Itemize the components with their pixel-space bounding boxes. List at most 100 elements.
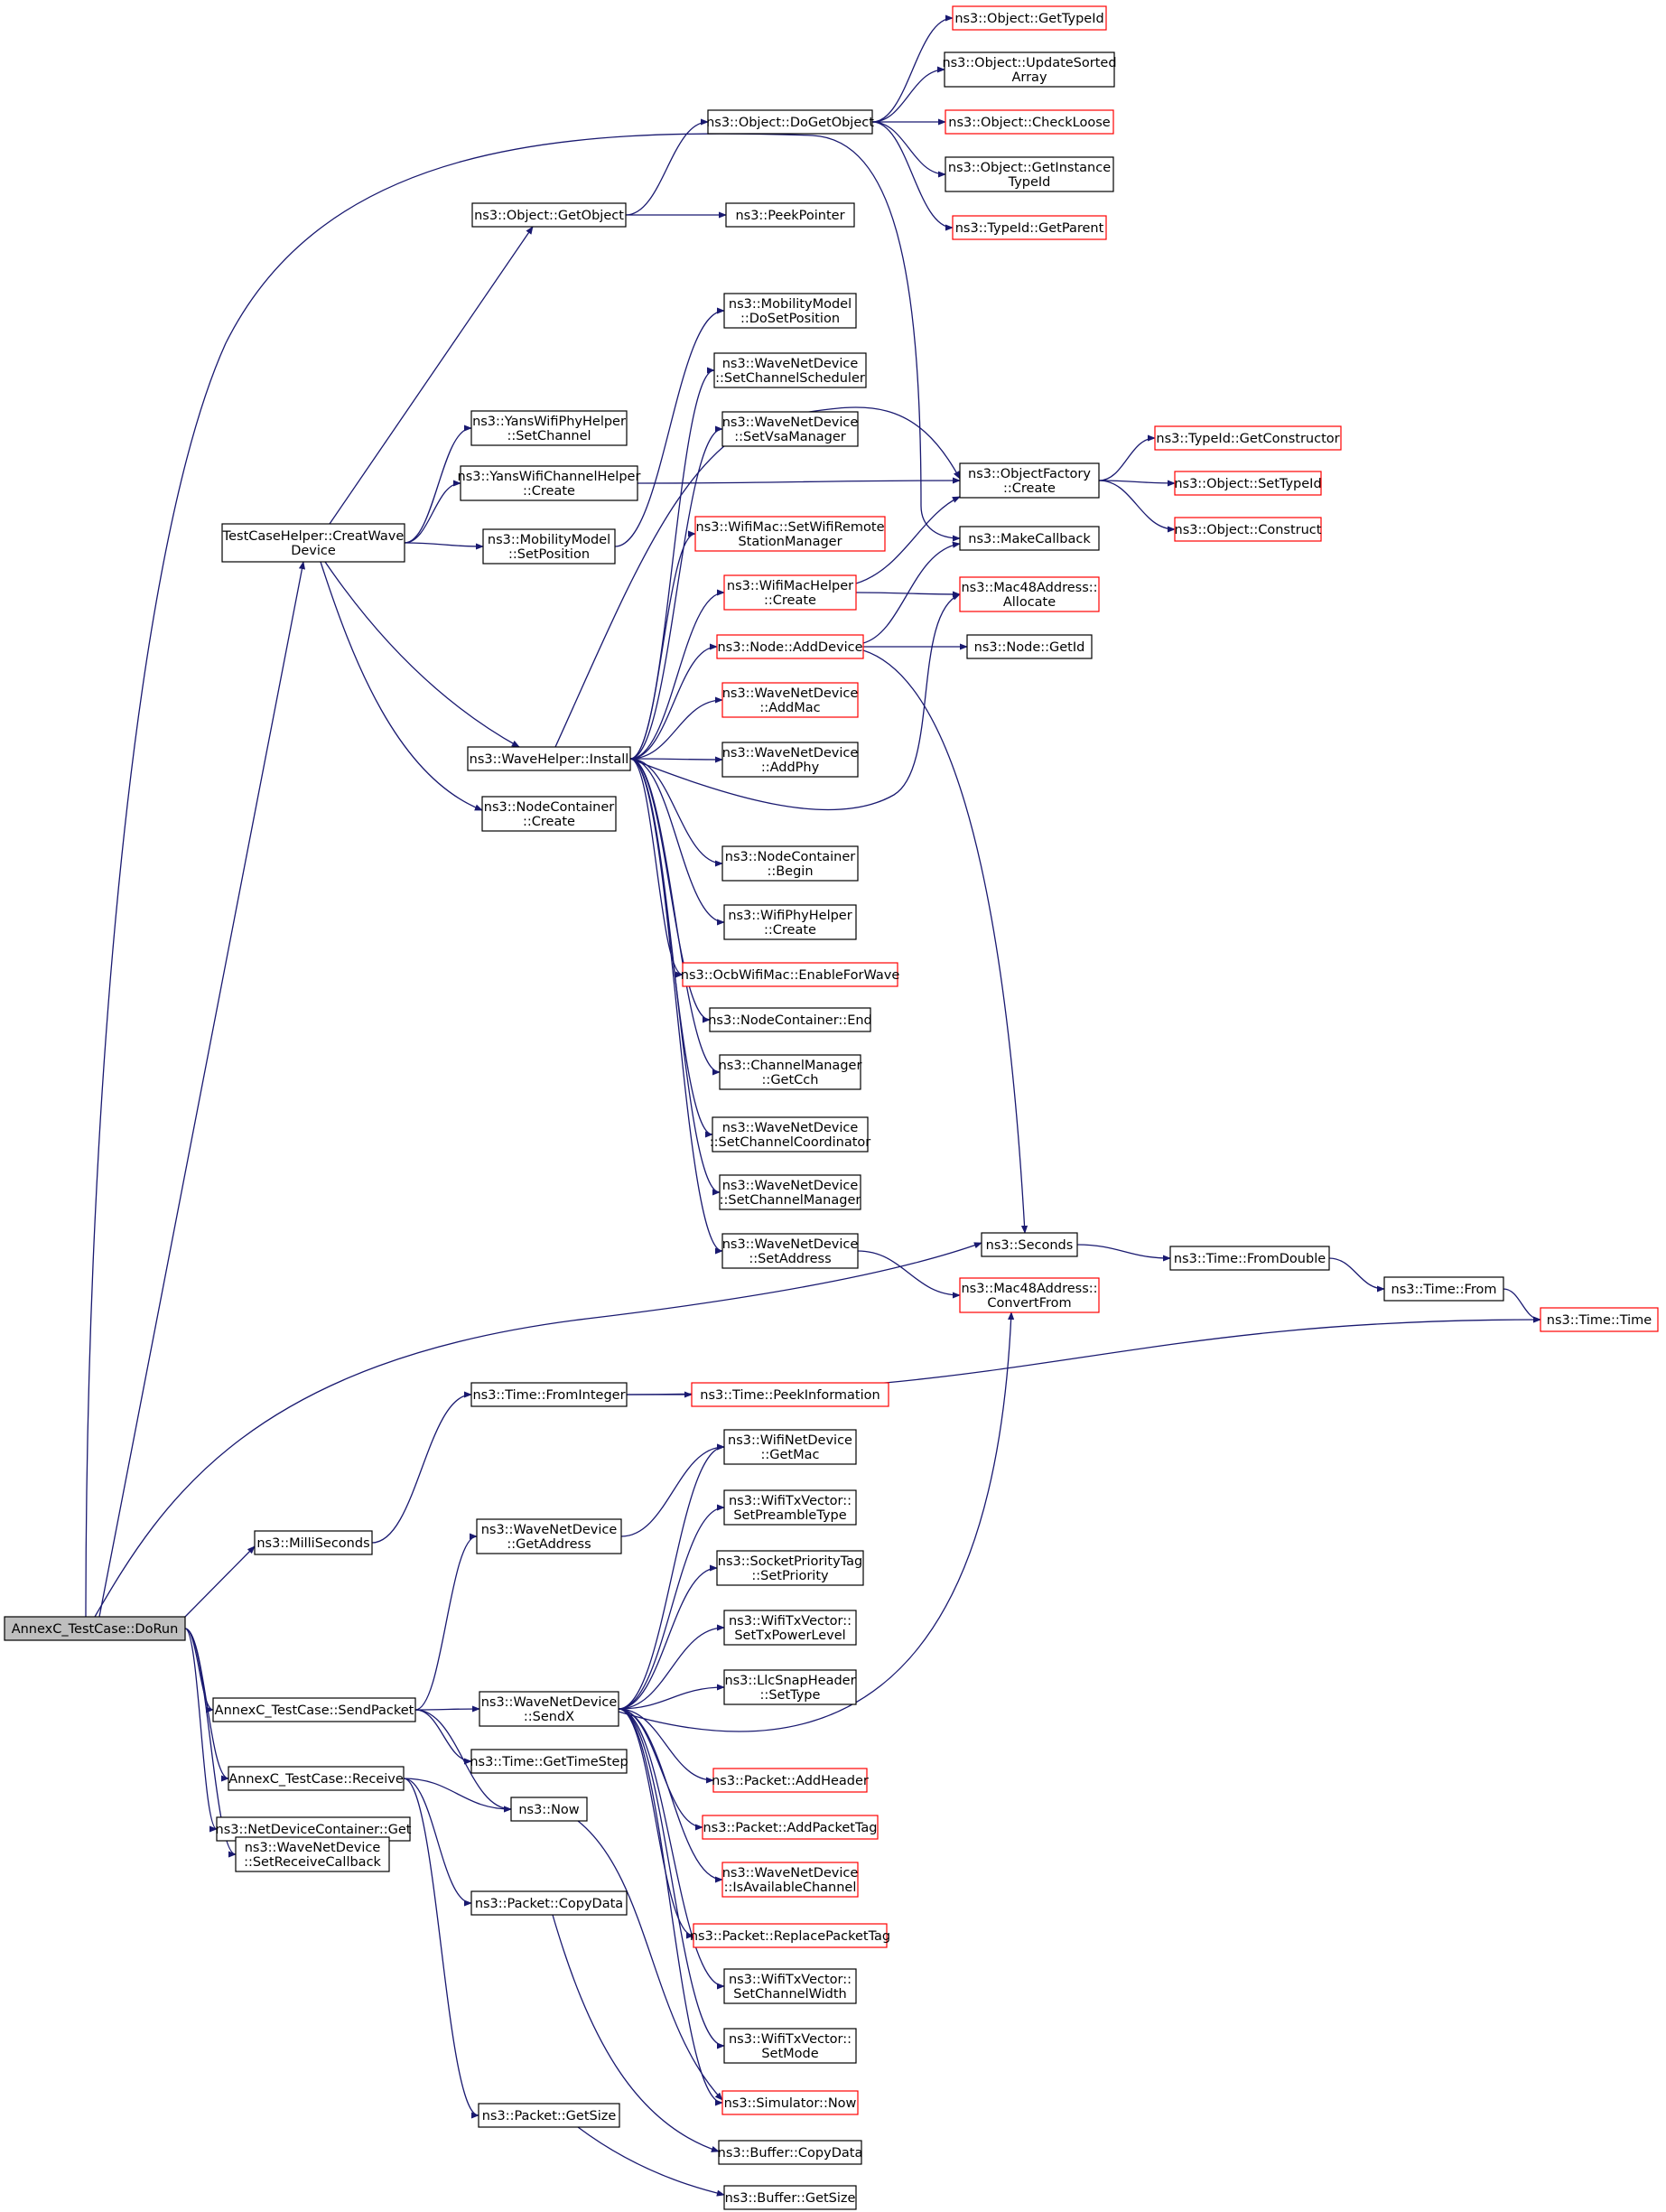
node-simNow[interactable]: ns3::Simulator::Now (721, 2090, 859, 2115)
node-label-pktGetSize-0: ns3::Packet::GetSize (482, 2109, 617, 2123)
node-box-setRecvCb (235, 1836, 390, 1872)
node-bufGetSize[interactable]: ns3::Buffer::GetSize (723, 2185, 857, 2210)
node-timeTime[interactable]: ns3::Time::Time (1540, 1307, 1659, 1332)
node-addPktTag[interactable]: ns3::Packet::AddPacketTag (702, 1815, 879, 1840)
node-getObject[interactable]: ns3::Object::GetObject (471, 202, 627, 228)
node-makeCallback[interactable]: ns3::MakeCallback (959, 526, 1100, 551)
node-replacePktTag[interactable]: ns3::Packet::ReplacePacketTag (690, 1923, 890, 1948)
node-setPreamble[interactable]: ns3::WifiTxVector::SetPreambleType (723, 1489, 857, 1526)
node-ncCreate[interactable]: ns3::NodeContainer::Create (481, 796, 617, 832)
node-addDevice[interactable]: ns3::Node::AddDevice (716, 634, 864, 659)
node-waveInstall[interactable]: ns3::WaveHelper::Install (467, 746, 631, 771)
node-setChSched[interactable]: ns3::WaveNetDevice::SetChannelScheduler (713, 352, 867, 388)
node-label-getInstTid-1: TypeId (1008, 175, 1051, 190)
node-doGetObject[interactable]: ns3::Object::DoGetObject (706, 109, 874, 135)
edge-doRun-to-ndcGet (184, 1628, 218, 1833)
node-mmDoSetPos[interactable]: ns3::MobilityModel::DoSetPosition (723, 293, 857, 329)
node-box-addDevice (716, 634, 864, 659)
node-addMac[interactable]: ns3::WaveNetDevice::AddMac (721, 682, 859, 718)
node-receive[interactable]: AnnexC_TestCase::Receive (228, 1766, 405, 1791)
node-label-getAddress-0: ns3::WaveNetDevice (481, 1523, 618, 1537)
node-label-fromInteger-0: ns3::Time::FromInteger (472, 1388, 625, 1403)
node-setWifiRsm[interactable]: ns3::WifiMac::SetWifiRemoteStationManage… (694, 516, 886, 552)
node-cmGetCch[interactable]: ns3::ChannelManager::GetCch (719, 1054, 862, 1090)
node-label-nodeGetId-0: ns3::Node::GetId (974, 640, 1085, 655)
node-label-macAllocate-0: ns3::Mac48Address:: (961, 581, 1097, 595)
node-macConvertFrom[interactable]: ns3::Mac48Address::ConvertFrom (959, 1277, 1100, 1313)
node-setChWidth[interactable]: ns3::WifiTxVector::SetChannelWidth (723, 1968, 857, 2004)
node-ofCreate[interactable]: ns3::ObjectFactory::Create (959, 462, 1100, 499)
node-llcSetType[interactable]: ns3::LlcSnapHeader::SetType (723, 1669, 857, 1705)
node-label-receive-0: AnnexC_TestCase::Receive (228, 1772, 404, 1787)
node-setRecvCb[interactable]: ns3::WaveNetDevice::SetReceiveCallback (235, 1836, 390, 1872)
node-wifiMacCreate[interactable]: ns3::WifiMacHelper::Create (723, 574, 857, 611)
node-yansChCreate[interactable]: ns3::YansWifiChannelHelper::Create (458, 465, 641, 501)
node-timeFrom[interactable]: ns3::Time::From (1383, 1276, 1504, 1302)
node-label-llcSetType-1: ::SetType (760, 1688, 821, 1703)
node-macAllocate[interactable]: ns3::Mac48Address::Allocate (959, 576, 1100, 612)
node-checkLoose[interactable]: ns3::Object::CheckLoose (945, 109, 1114, 135)
node-objConstruct[interactable]: ns3::Object::Construct (1174, 517, 1322, 542)
node-isAvailCh[interactable]: ns3::WaveNetDevice::IsAvailableChannel (721, 1862, 859, 1898)
node-setChMgr[interactable]: ns3::WaveNetDevice::SetChannelManager (719, 1174, 861, 1210)
node-box-macAllocate (959, 576, 1100, 612)
node-label-objConstruct-0: ns3::Object::Construct (1175, 523, 1322, 537)
edge-now-to-simNow (577, 1820, 723, 2101)
node-wifiPhyCreate[interactable]: ns3::WifiPhyHelper::Create (723, 904, 857, 940)
node-setChCoord[interactable]: ns3::WaveNetDevice::SetChannelCoordinato… (710, 1116, 871, 1153)
node-getAddress[interactable]: ns3::WaveNetDevice::GetAddress (476, 1518, 622, 1554)
node-objSetTid[interactable]: ns3::Object::SetTypeId (1174, 471, 1322, 496)
node-label-now-0: ns3::Now (518, 1803, 579, 1817)
node-now[interactable]: ns3::Now (510, 1797, 588, 1822)
node-tidGetParent[interactable]: ns3::TypeId::GetParent (952, 215, 1107, 240)
node-seconds[interactable]: ns3::Seconds (981, 1232, 1078, 1257)
node-sptSetPrio[interactable]: ns3::SocketPriorityTag::SetPriority (716, 1550, 864, 1586)
node-doRun[interactable]: AnnexC_TestCase::DoRun (4, 1616, 186, 1641)
edge-sendX-to-simNow (618, 1708, 723, 2106)
node-getTimeStep[interactable]: ns3::Time::GetTimeStep (470, 1749, 628, 1774)
node-label-replacePktTag-0: ns3::Packet::ReplacePacketTag (690, 1929, 890, 1944)
node-label-ocbEnable-0: ns3::OcbWifiMac::EnableForWave (681, 968, 900, 983)
node-label-sptSetPrio-0: ns3::SocketPriorityTag (718, 1554, 862, 1569)
node-box-addPktTag (702, 1815, 879, 1840)
node-bufCopyData[interactable]: ns3::Buffer::CopyData (718, 2140, 863, 2165)
node-ncEnd[interactable]: ns3::NodeContainer::End (708, 1007, 872, 1032)
node-mmSetPos[interactable]: ns3::MobilityModel::SetPosition (482, 528, 616, 565)
node-wndGetMac[interactable]: ns3::WifiNetDevice::GetMac (723, 1429, 857, 1465)
node-yansPhySetCh[interactable]: ns3::YansWifiPhyHelper::SetChannel (470, 410, 628, 446)
node-label-setAddress-1: ::SetAddress (749, 1252, 831, 1266)
node-peekInfo[interactable]: ns3::Time::PeekInformation (691, 1382, 889, 1407)
node-getTypeId[interactable]: ns3::Object::GetTypeId (952, 5, 1107, 31)
node-setMode[interactable]: ns3::WifiTxVector::SetMode (723, 2028, 857, 2064)
node-sendPacket[interactable]: AnnexC_TestCase::SendPacket (212, 1697, 416, 1722)
node-nodeGetId[interactable]: ns3::Node::GetId (966, 634, 1093, 659)
node-ncBegin[interactable]: ns3::NodeContainer::Begin (721, 845, 859, 882)
node-tidGetCtor[interactable]: ns3::TypeId::GetConstructor (1154, 425, 1342, 451)
node-box-setVsa (721, 411, 859, 447)
node-sendX[interactable]: ns3::WaveNetDevice::SendX (479, 1691, 619, 1727)
node-addPhy[interactable]: ns3::WaveNetDevice::AddPhy (721, 742, 859, 778)
node-box-objSetTid (1174, 471, 1322, 496)
node-box-timeFrom (1383, 1276, 1504, 1302)
node-setAddress[interactable]: ns3::WaveNetDevice::SetAddress (721, 1233, 859, 1269)
node-pktGetSize[interactable]: ns3::Packet::GetSize (478, 2103, 620, 2128)
node-fromDouble[interactable]: ns3::Time::FromDouble (1169, 1246, 1330, 1271)
node-ocbEnable[interactable]: ns3::OcbWifiMac::EnableForWave (681, 962, 900, 987)
node-label-addPktTag-0: ns3::Packet::AddPacketTag (703, 1821, 877, 1835)
node-peekPointer[interactable]: ns3::PeekPointer (725, 202, 855, 228)
node-addHeader[interactable]: ns3::Packet::AddHeader (712, 1768, 869, 1793)
node-label-simNow-0: ns3::Simulator::Now (724, 2096, 857, 2111)
node-fromInteger[interactable]: ns3::Time::FromInteger (470, 1382, 628, 1407)
edge-doGetObject-to-tidGetParent (871, 121, 954, 231)
node-copyData[interactable]: ns3::Packet::CopyData (470, 1890, 628, 1916)
node-milli[interactable]: ns3::MilliSeconds (254, 1530, 373, 1555)
node-setVsa[interactable]: ns3::WaveNetDevice::SetVsaManager (721, 411, 859, 447)
edge-doRun-to-setRecvCb (184, 1628, 237, 1858)
node-label-tidGetParent-0: ns3::TypeId::GetParent (955, 221, 1104, 236)
node-setTxPower[interactable]: ns3::WifiTxVector::SetTxPowerLevel (723, 1610, 857, 1646)
edge-doRun-to-creatWave (98, 561, 305, 1618)
node-label-bufCopyData-0: ns3::Buffer::CopyData (718, 2146, 863, 2161)
